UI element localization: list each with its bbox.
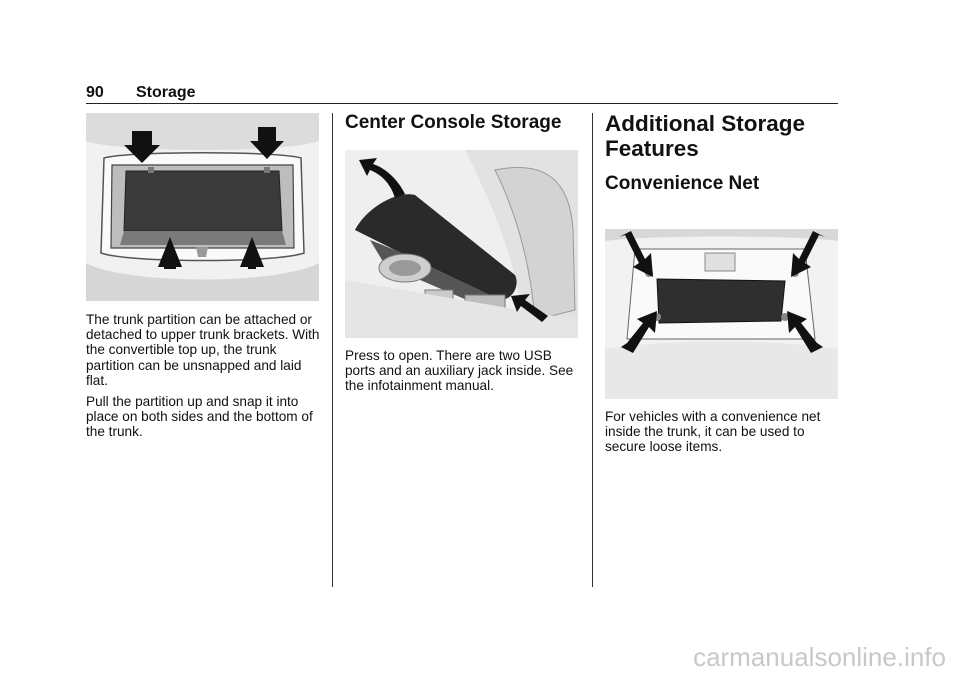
header-rule <box>86 103 838 104</box>
paragraph: Pull the partition up and snap it into p… <box>86 394 313 440</box>
section-title: Storage <box>136 84 196 101</box>
chapter-heading: Additional Storage Features <box>605 111 805 161</box>
chapter-heading-line1: Additional Storage <box>605 111 806 136</box>
paragraph: For vehicles with a convenience net insi… <box>605 409 821 455</box>
center-console-figure <box>345 150 578 338</box>
center-console-illustration <box>345 150 578 338</box>
column-divider <box>332 113 333 587</box>
column-divider <box>592 113 593 587</box>
chapter-heading-line2: Features <box>605 136 699 161</box>
section-heading: Center Console Storage <box>345 112 562 133</box>
trunk-partition-figure <box>86 113 319 301</box>
page-header: 90 Storage <box>86 82 838 104</box>
convenience-net-illustration <box>605 229 838 399</box>
paragraph: The trunk partition can be attached or d… <box>86 312 320 388</box>
trunk-partition-illustration <box>86 113 319 301</box>
watermark-text: carmanualsonline.info <box>693 642 946 672</box>
convenience-net-figure <box>605 229 838 399</box>
paragraph: Press to open. There are two USB ports a… <box>345 348 574 394</box>
page-number: 90 <box>86 84 104 101</box>
subsection-heading: Convenience Net <box>605 173 760 194</box>
